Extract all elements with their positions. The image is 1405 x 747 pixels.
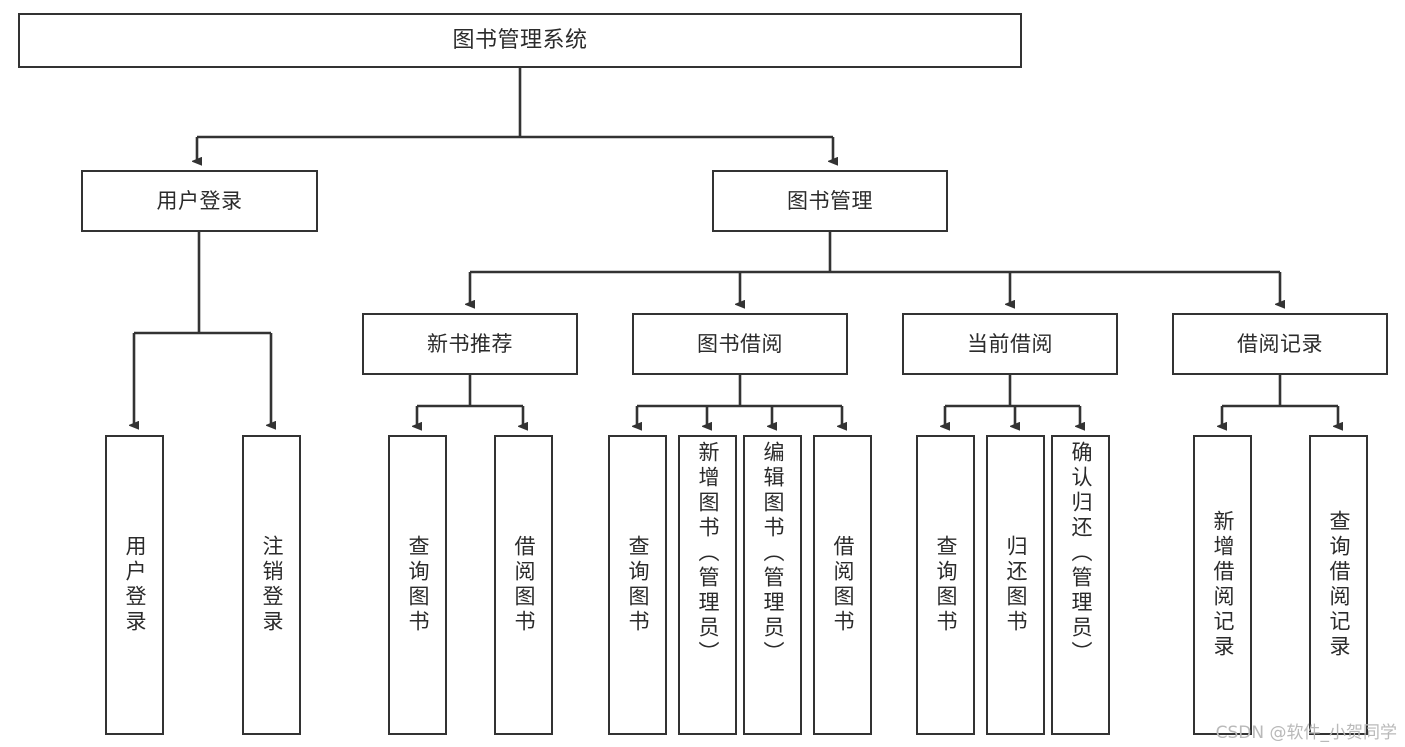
node-leaf-query-book-1[interactable]: 查询图书 bbox=[388, 435, 447, 735]
node-label: 借阅记录 bbox=[1237, 331, 1323, 356]
node-user-login[interactable]: 用户登录 bbox=[81, 170, 318, 232]
node-root-system[interactable]: 图书管理系统 bbox=[18, 13, 1022, 68]
node-label: 借阅图书 bbox=[512, 535, 536, 635]
node-label: 编辑图书（管理员） bbox=[761, 441, 785, 666]
node-leaf-logout-login[interactable]: 注销登录 bbox=[242, 435, 301, 735]
node-leaf-borrow-book-1[interactable]: 借阅图书 bbox=[494, 435, 553, 735]
node-label: 查询图书 bbox=[626, 535, 650, 635]
node-label: 用户登录 bbox=[123, 535, 147, 635]
node-new-book-recommend[interactable]: 新书推荐 bbox=[362, 313, 578, 375]
node-label: 借阅图书 bbox=[831, 535, 855, 635]
node-label: 注销登录 bbox=[260, 535, 284, 635]
node-label: 查询借阅记录 bbox=[1327, 510, 1351, 660]
node-leaf-borrow-book-2[interactable]: 借阅图书 bbox=[813, 435, 872, 735]
node-borrow-record[interactable]: 借阅记录 bbox=[1172, 313, 1388, 375]
node-leaf-confirm-return[interactable]: 确认归还（管理员） bbox=[1051, 435, 1110, 735]
node-label: 查询图书 bbox=[934, 535, 958, 635]
node-leaf-query-record[interactable]: 查询借阅记录 bbox=[1309, 435, 1368, 735]
node-leaf-query-book-3[interactable]: 查询图书 bbox=[916, 435, 975, 735]
node-label: 图书借阅 bbox=[697, 331, 783, 356]
node-label: 用户登录 bbox=[156, 188, 243, 213]
node-book-manage[interactable]: 图书管理 bbox=[712, 170, 948, 232]
node-label: 新增借阅记录 bbox=[1211, 510, 1235, 660]
node-leaf-user-login[interactable]: 用户登录 bbox=[105, 435, 164, 735]
node-current-borrow[interactable]: 当前借阅 bbox=[902, 313, 1118, 375]
watermark-text: CSDN @软件_小贺同学 bbox=[1215, 723, 1397, 743]
node-label: 图书管理 bbox=[787, 188, 873, 213]
node-leaf-return-book[interactable]: 归还图书 bbox=[986, 435, 1045, 735]
node-leaf-add-book[interactable]: 新增图书（管理员） bbox=[678, 435, 737, 735]
node-label: 查询图书 bbox=[406, 535, 430, 635]
node-label: 确认归还（管理员） bbox=[1069, 441, 1093, 666]
node-label: 归还图书 bbox=[1004, 535, 1028, 635]
node-leaf-add-record[interactable]: 新增借阅记录 bbox=[1193, 435, 1252, 735]
node-label: 新书推荐 bbox=[427, 331, 513, 356]
node-leaf-edit-book[interactable]: 编辑图书（管理员） bbox=[743, 435, 802, 735]
node-label: 图书管理系统 bbox=[452, 27, 588, 53]
node-label: 新增图书（管理员） bbox=[696, 441, 720, 666]
node-book-borrow[interactable]: 图书借阅 bbox=[632, 313, 848, 375]
node-leaf-query-book-2[interactable]: 查询图书 bbox=[608, 435, 667, 735]
node-label: 当前借阅 bbox=[967, 331, 1053, 356]
